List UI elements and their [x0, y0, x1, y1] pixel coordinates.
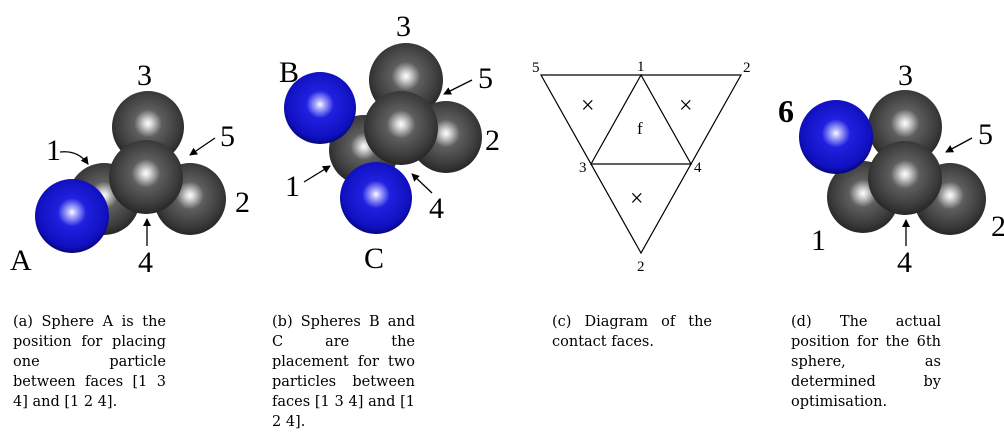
arrow-1	[303, 165, 331, 183]
label-4: 4	[897, 246, 912, 279]
label-2: 2	[485, 124, 500, 157]
arrow-4	[411, 173, 433, 194]
blue-sphere-6	[799, 100, 873, 174]
panel-c	[539, 73, 743, 255]
label-3: 3	[898, 59, 913, 92]
caption-a: (a) Sphere A is the position for placing…	[13, 314, 166, 410]
grey-sphere-4	[364, 91, 438, 165]
face-f-label: f	[637, 119, 643, 138]
figure: 3 1 5 2 4 A 3 B 5 2 1 4 C 5 1 2 3	[10, 10, 1004, 279]
caption-d: (d) The actual position for the 6th sphe…	[791, 314, 941, 410]
arrow-5	[945, 137, 973, 153]
label-sphere-a: A	[10, 244, 32, 277]
label-3: 3	[396, 10, 411, 43]
vertex-3: 3	[579, 160, 587, 176]
grey-sphere-4	[109, 140, 183, 214]
vertex-1: 1	[637, 59, 645, 75]
arrow-5	[189, 137, 216, 156]
vertex-2-top: 2	[743, 60, 751, 76]
label-1: 1	[285, 170, 300, 203]
label-5: 5	[978, 118, 993, 151]
label-4: 4	[138, 246, 153, 279]
caption-c: (c) Diagram of the contact faces.	[552, 314, 712, 350]
vertex-5: 5	[532, 60, 540, 76]
blue-sphere-b	[284, 72, 356, 144]
label-2: 2	[235, 186, 250, 219]
vertex-4: 4	[694, 160, 702, 176]
panel-b: 3 B 5 2 1 4 C	[279, 10, 500, 275]
label-1: 1	[811, 224, 826, 257]
label-2: 2	[991, 210, 1004, 243]
grey-sphere-3	[868, 90, 942, 164]
panel-a: 3 1 5 2 4 A	[10, 59, 250, 279]
vertex-2-bottom: 2	[637, 259, 645, 275]
label-5: 5	[478, 62, 493, 95]
face-cross-right: ×	[679, 93, 693, 119]
label-4: 4	[429, 192, 444, 225]
label-sphere-6: 6	[778, 93, 794, 129]
panel-c-labels: 5 1 2 3 4 2 f × × ×	[532, 59, 751, 275]
arrow-5	[443, 79, 473, 95]
label-5: 5	[220, 120, 235, 153]
blue-sphere-c	[340, 162, 412, 234]
label-3: 3	[137, 59, 152, 92]
label-1: 1	[46, 134, 61, 167]
caption-b: (b) Spheres B and C are the placement fo…	[272, 314, 415, 430]
face-cross-left: ×	[581, 93, 595, 119]
blue-sphere-a	[35, 179, 109, 253]
label-sphere-c: C	[364, 242, 384, 275]
label-sphere-b: B	[279, 56, 299, 89]
face-cross-bottom: ×	[630, 186, 644, 212]
grey-sphere-4	[868, 141, 942, 215]
arrow-1	[59, 151, 89, 165]
inner-triangle-f	[589, 73, 693, 165]
panel-d: 3 6 5 1 2 4	[778, 59, 1004, 279]
